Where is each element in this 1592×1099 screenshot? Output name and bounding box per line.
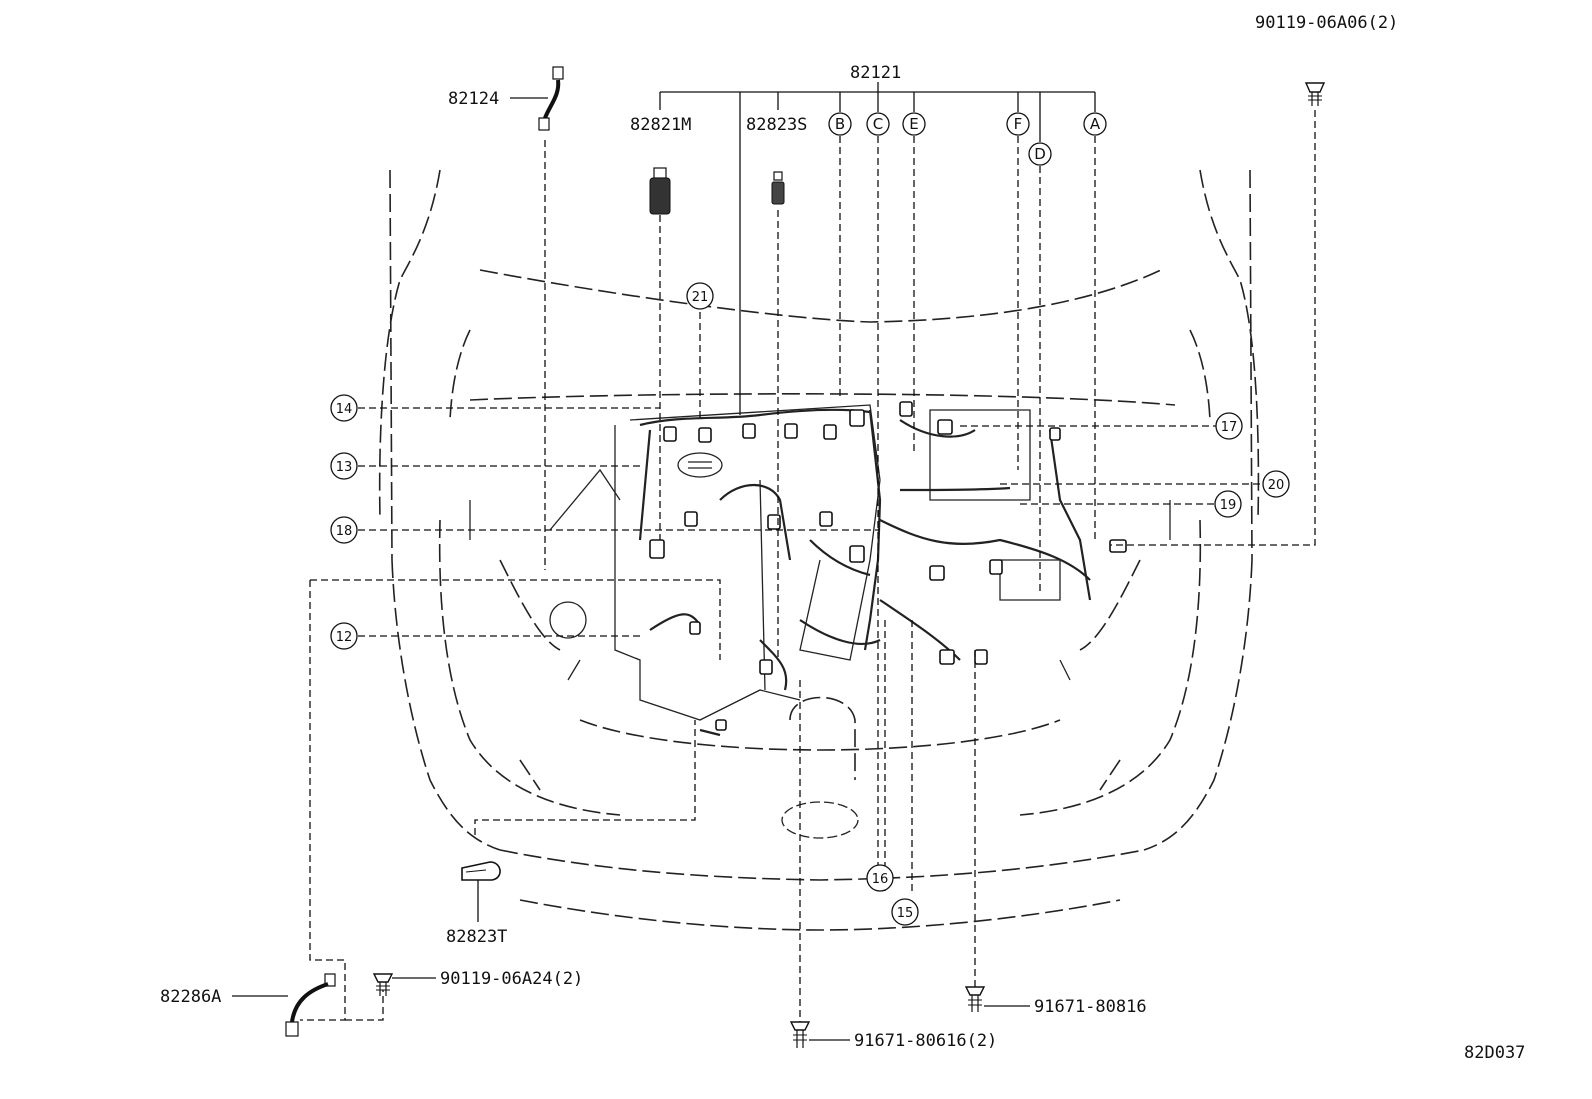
label-82121: 82121: [850, 63, 901, 83]
svg-text:15: 15: [897, 906, 914, 921]
svg-text:21: 21: [692, 290, 709, 305]
wire-82124-icon: [538, 66, 564, 131]
label-82124: 82124: [448, 89, 499, 109]
callout-15: 15: [891, 898, 919, 926]
svg-text:17: 17: [1221, 420, 1238, 435]
harness-connectors: [649, 401, 1127, 731]
dashed-leader-lines: [300, 110, 1316, 1025]
wire-82286A-icon: [285, 973, 336, 1037]
callout-21: 21: [686, 282, 714, 310]
svg-text:D: D: [1034, 145, 1046, 163]
svg-text:12: 12: [336, 630, 353, 645]
label-82286A: 82286A: [160, 987, 221, 1007]
sensor-82821M-icon: [649, 167, 671, 215]
svg-text:16: 16: [872, 872, 889, 887]
callout-14: 14: [330, 394, 358, 422]
callout-C: C: [866, 112, 890, 136]
callout-12: 12: [330, 622, 358, 650]
svg-text:14: 14: [336, 402, 353, 417]
callout-B: B: [828, 112, 852, 136]
engine-compartment: [469, 404, 1171, 721]
svg-text:20: 20: [1268, 478, 1285, 493]
callout-16: 16: [866, 864, 894, 892]
callout-17: 17: [1215, 412, 1243, 440]
bolt-bottom-icon: [372, 973, 394, 996]
label-82821M: 82821M: [630, 115, 691, 135]
wire-harness: [638, 408, 1092, 737]
callout-F: F: [1006, 112, 1030, 136]
callout-19: 19: [1214, 490, 1242, 518]
svg-text:13: 13: [336, 460, 353, 475]
sensor-82823S-icon: [771, 171, 785, 205]
callout-E: E: [902, 112, 926, 136]
svg-text:B: B: [835, 115, 845, 133]
callout-18: 18: [330, 516, 358, 544]
label-bolt-bottom: 90119-06A24(2): [440, 969, 583, 989]
svg-text:E: E: [909, 115, 918, 133]
svg-text:A: A: [1090, 115, 1101, 133]
figure-code: 82D037: [1464, 1043, 1525, 1063]
label-bolt-top: 90119-06A06(2): [1255, 13, 1398, 33]
label-82823S: 82823S: [746, 115, 807, 135]
harness-82121-leaders: [659, 82, 1096, 415]
label-91671-80816: 91671-80816: [1034, 997, 1147, 1017]
svg-text:18: 18: [336, 524, 353, 539]
callout-13: 13: [330, 452, 358, 480]
clamp-82823T-icon: [461, 861, 501, 922]
bolt-91671-80816-icon: [964, 986, 986, 1012]
vehicle-body-outline: [378, 169, 1260, 931]
label-91671-80616: 91671-80616(2): [854, 1031, 997, 1051]
callout-20: 20: [1262, 470, 1290, 498]
bolt-91671-80616-icon: [789, 1021, 811, 1048]
bolt-top-icon: [1304, 82, 1326, 106]
svg-text:F: F: [1014, 115, 1023, 133]
callout-A: A: [1083, 112, 1107, 136]
label-82823T: 82823T: [446, 927, 507, 947]
svg-text:19: 19: [1220, 498, 1237, 513]
svg-text:C: C: [873, 115, 883, 133]
callout-D: D: [1028, 142, 1052, 166]
